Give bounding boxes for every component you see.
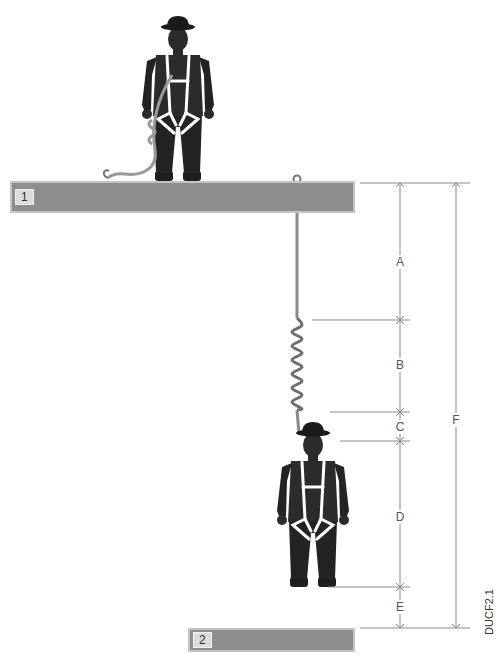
dimension-letter: D [394,510,407,524]
platform-level: 1 [10,181,355,213]
level-number: 2 [193,632,212,648]
dimension-letter: B [394,358,406,372]
dimension-letter: F [450,413,461,427]
platform-level: 2 [188,628,355,652]
figure-code: DUCF2.1 [482,587,496,637]
snap-hook [104,170,109,178]
level-number: 1 [15,189,34,205]
dimension-letter: C [394,420,407,434]
dimension-letter: A [394,255,406,269]
lanyard [108,75,172,178]
shock-absorber [292,318,302,410]
dimension-lines [312,183,470,628]
dimension-letter: E [394,600,406,614]
